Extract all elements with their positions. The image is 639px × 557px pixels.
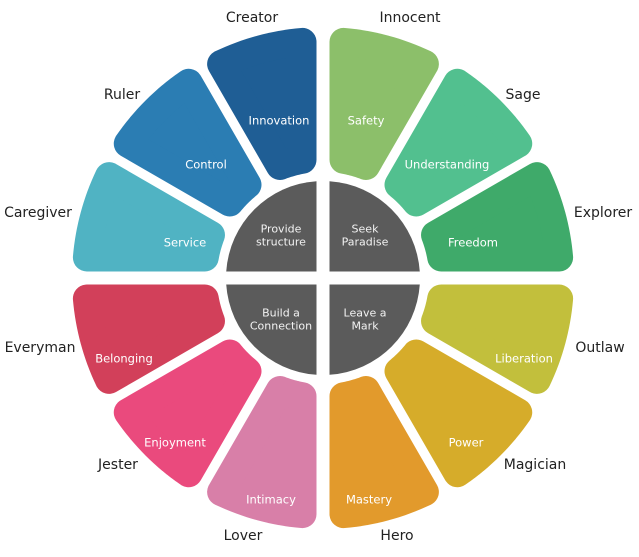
petal-caregiver <box>72 162 225 272</box>
value-label-sage: Understanding <box>405 158 490 172</box>
value-label-everyman: Belonging <box>95 352 153 366</box>
petal-sage <box>384 68 533 217</box>
petal-ruler <box>113 68 262 217</box>
value-labels: SafetyUnderstandingFreedomLiberationPowe… <box>95 114 553 507</box>
archetype-label-magician: Magician <box>503 457 567 473</box>
petal-hero <box>329 376 439 529</box>
core-quadrant-top-right <box>329 181 420 272</box>
core-quadrant-bottom-right <box>329 284 420 375</box>
value-label-explorer: Freedom <box>448 236 498 250</box>
archetype-label-sage: Sage <box>505 87 541 103</box>
core-text-bottom-right: Mark <box>351 320 379 333</box>
archetype-label-everyman: Everyman <box>4 340 76 356</box>
value-label-ruler: Control <box>185 158 227 172</box>
petal-explorer <box>421 162 574 272</box>
core-quadrant-top-left <box>226 181 317 272</box>
core-text-bottom-left: Connection <box>250 320 312 333</box>
archetype-label-jester: Jester <box>98 457 138 473</box>
core-text-top-left: Provide <box>261 223 302 236</box>
petal-innocent <box>329 27 439 180</box>
archetype-label-outlaw: Outlaw <box>575 340 625 356</box>
value-label-creator: Innovation <box>249 114 310 128</box>
value-label-innocent: Safety <box>348 114 385 128</box>
core-quadrant-bottom-left <box>226 284 317 375</box>
archetype-label-ruler: Ruler <box>103 87 141 103</box>
archetype-label-caregiver: Caregiver <box>4 205 72 221</box>
petal-jester <box>113 339 262 488</box>
petal-lover <box>207 376 317 529</box>
core-text-bottom-left: Build a <box>262 307 300 320</box>
value-label-outlaw: Liberation <box>495 352 553 366</box>
archetype-label-explorer: Explorer <box>573 205 633 221</box>
petal-creator <box>207 27 317 180</box>
archetype-label-lover: Lover <box>223 528 263 544</box>
petal-magician <box>384 339 533 488</box>
core-text-top-left: structure <box>256 236 306 249</box>
value-label-magician: Power <box>449 436 484 450</box>
core-text-bottom-right: Leave a <box>344 307 387 320</box>
value-label-lover: Intimacy <box>246 493 296 507</box>
archetype-label-creator: Creator <box>225 10 279 26</box>
archetype-petals <box>72 27 574 529</box>
value-label-jester: Enjoyment <box>144 436 206 450</box>
value-label-caregiver: Service <box>164 236 207 250</box>
core-text-top-right: Seek <box>352 223 380 236</box>
core-text-top-right: Paradise <box>342 236 389 249</box>
petal-outlaw <box>421 284 574 394</box>
petal-everyman <box>72 284 225 394</box>
archetype-label-innocent: Innocent <box>379 10 441 26</box>
archetype-label-hero: Hero <box>380 528 414 544</box>
value-label-hero: Mastery <box>346 493 392 507</box>
